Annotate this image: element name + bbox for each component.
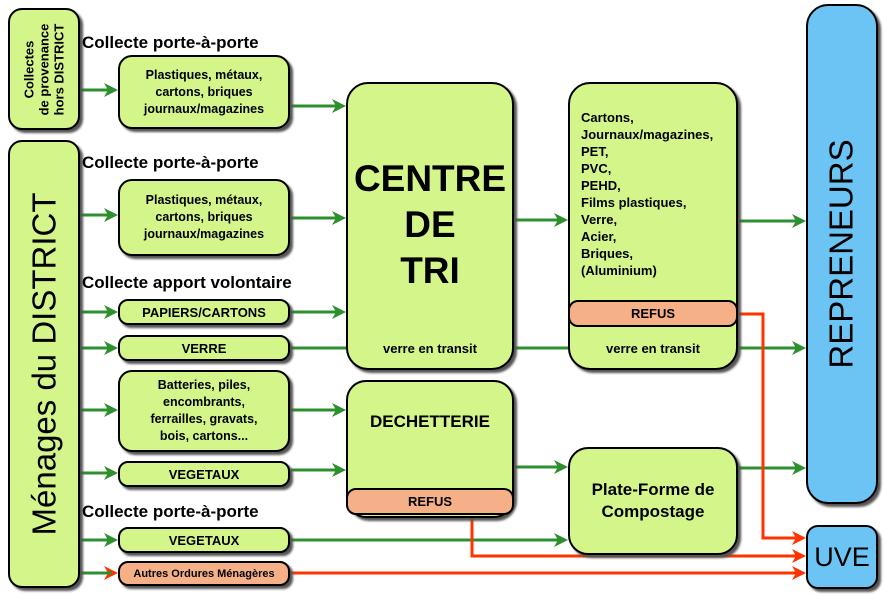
vegetaux-box-1: VEGETAUX: [118, 461, 290, 487]
material-item: Films plastiques,: [581, 195, 687, 210]
recyc1-line-3: journaux/magazines: [143, 101, 265, 116]
compostage-line-1: Plate-Forme de: [591, 480, 715, 499]
material-item: PET,: [581, 144, 609, 159]
centre-title-1: CENTRE: [353, 158, 507, 199]
menages-district-box: Ménages du DISTRICT: [8, 140, 80, 588]
centre-verre-transit: verre en transit: [383, 341, 477, 356]
menages-district-label: Ménages du DISTRICT: [25, 192, 62, 536]
material-item: PVC,: [581, 161, 612, 176]
material-item: Cartons,: [581, 110, 634, 125]
hors-district-line-3: hors DISTRICT: [51, 23, 67, 115]
recyc2-line-3: journaux/magazines: [143, 227, 265, 241]
compostage-line-2: Compostage: [601, 502, 705, 521]
verre-box: VERRE: [118, 335, 290, 361]
material-item: Briques,: [581, 246, 634, 261]
uve-box: UVE: [806, 525, 878, 589]
repreneurs-box: REPRENEURS: [806, 4, 878, 504]
material-item: PEHD,: [581, 178, 621, 193]
hors-district-box: Collectes de provenance hors DISTRICT: [8, 8, 80, 130]
dechetterie-title: DECHETTERIE: [370, 412, 490, 431]
papiers-cartons-box: PAPIERS/CARTONS: [118, 299, 290, 325]
recyclables-box-1: Plastiques, métaux, cartons, briques jou…: [118, 55, 290, 129]
centre-title-3: TRI: [400, 250, 460, 291]
compostage-box: Plate-Forme de Compostage: [568, 447, 738, 555]
material-item: Journaux/magazines,: [581, 127, 714, 142]
material-item: Verre,: [581, 212, 618, 227]
dechets-line-3: ferrailles, gravats,: [150, 412, 258, 426]
centre-de-tri-box: CENTRE DE TRI: [346, 82, 514, 370]
recyc2-line-2: cartons, briques: [155, 210, 253, 224]
dechets-line-1: Batteries, piles,: [157, 378, 251, 392]
materiaux-list: Cartons, Journaux/magazines, PET, PVC, P…: [581, 109, 713, 279]
autres-ordures-box: Autres Ordures Ménagères: [118, 561, 290, 586]
dechets-line-4: bois, cartons...: [159, 429, 249, 443]
hors-district-line-2: de provenance: [36, 23, 52, 115]
recyc2-line-1: Plastiques, métaux,: [145, 193, 263, 207]
material-item: Acier,: [581, 229, 617, 244]
recyc1-line-1: Plastiques, métaux,: [145, 67, 263, 82]
label-collecte-porte-1: Collecte porte-à-porte: [82, 33, 259, 52]
label-collecte-porte-3: Collecte porte-à-porte: [82, 502, 259, 521]
vegetaux-box-2: VEGETAUX: [118, 527, 290, 553]
recyclables-box-2: Plastiques, métaux, cartons, briques jou…: [118, 179, 290, 256]
dechets-divers-box: Batteries, piles, encombrants, ferraille…: [118, 370, 290, 452]
centre-title-2: DE: [404, 204, 456, 245]
label-collecte-porte-2: Collecte porte-à-porte: [82, 153, 259, 172]
refus-dechetterie-box: REFUS: [346, 488, 514, 515]
repreneurs-label: REPRENEURS: [823, 139, 860, 369]
label-collecte-apport: Collecte apport volontaire: [82, 273, 292, 292]
hors-district-line-1: Collectes: [21, 40, 37, 98]
material-item: (Aluminium): [581, 263, 657, 278]
dechets-line-2: encombrants,: [163, 395, 245, 409]
outputs-verre-transit: verre en transit: [606, 341, 700, 356]
recyc1-line-2: cartons, briques: [155, 84, 253, 99]
refus-tri-box: REFUS: [568, 300, 738, 327]
